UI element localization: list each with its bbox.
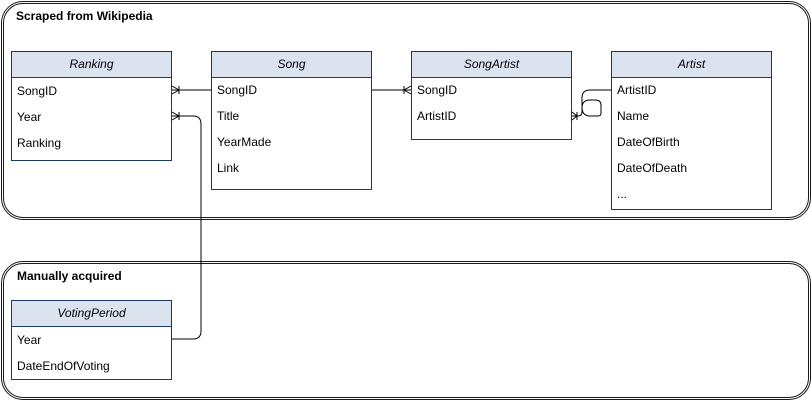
votingperiod-attr-year: Year [17, 333, 42, 347]
entity-song-title: Song [212, 52, 371, 78]
crowfoot-songartist-artistid-icon [571, 111, 578, 121]
songartist-attr-songid: SongID [417, 83, 458, 97]
relation-artist-songartist [572, 89, 611, 117]
group-scraped-from-wikipedia [1, 1, 811, 220]
entity-votingperiod[interactable]: VotingPeriod Year DateEndOfVoting [11, 300, 172, 380]
entity-votingperiod-title: VotingPeriod [12, 301, 171, 327]
group-title-manual: Manually acquired [17, 269, 122, 283]
entity-artist[interactable]: Artist ArtistID Name DateOfBirth DateOfD… [611, 51, 772, 210]
artist-attr-name: Name [617, 109, 650, 123]
entity-ranking-title: Ranking [12, 52, 171, 78]
song-attr-link: Link [217, 161, 240, 175]
entity-song[interactable]: Song SongID Title YearMade Link [211, 51, 372, 190]
artist-attr-dateofdeath: DateOfDeath [617, 161, 688, 175]
songartist-attr-artistid: ArtistID [417, 109, 457, 123]
entity-ranking[interactable]: Ranking SongID Year Ranking [11, 51, 172, 161]
song-attr-title: Title [217, 109, 240, 123]
artist-attr-ellipsis: ... [617, 187, 628, 201]
group-title-scraped: Scraped from Wikipedia [16, 9, 153, 23]
crowfoot-ranking-songid-icon [171, 85, 181, 95]
entity-songartist-title: SongArtist [412, 52, 571, 78]
relation-votingperiod-ranking [172, 115, 202, 340]
group-manually-acquired [1, 261, 811, 400]
ranking-attr-ranking: Ranking [17, 136, 62, 150]
song-attr-yearmade: YearMade [217, 135, 272, 149]
votingperiod-attr-dateendofvoting: DateEndOfVoting [17, 359, 110, 373]
ranking-attr-year: Year [17, 110, 42, 124]
entity-songartist[interactable]: SongArtist SongID ArtistID [411, 51, 572, 140]
ranking-attr-songid: SongID [17, 84, 58, 98]
entity-artist-title: Artist [612, 52, 771, 78]
crowfoot-ranking-year-icon [171, 111, 181, 121]
song-attr-songid: SongID [217, 83, 258, 97]
artist-attr-dateofbirth: DateOfBirth [617, 135, 680, 149]
crowfoot-songartist-songid-icon [402, 85, 412, 95]
artist-attr-artistid: ArtistID [617, 83, 657, 97]
